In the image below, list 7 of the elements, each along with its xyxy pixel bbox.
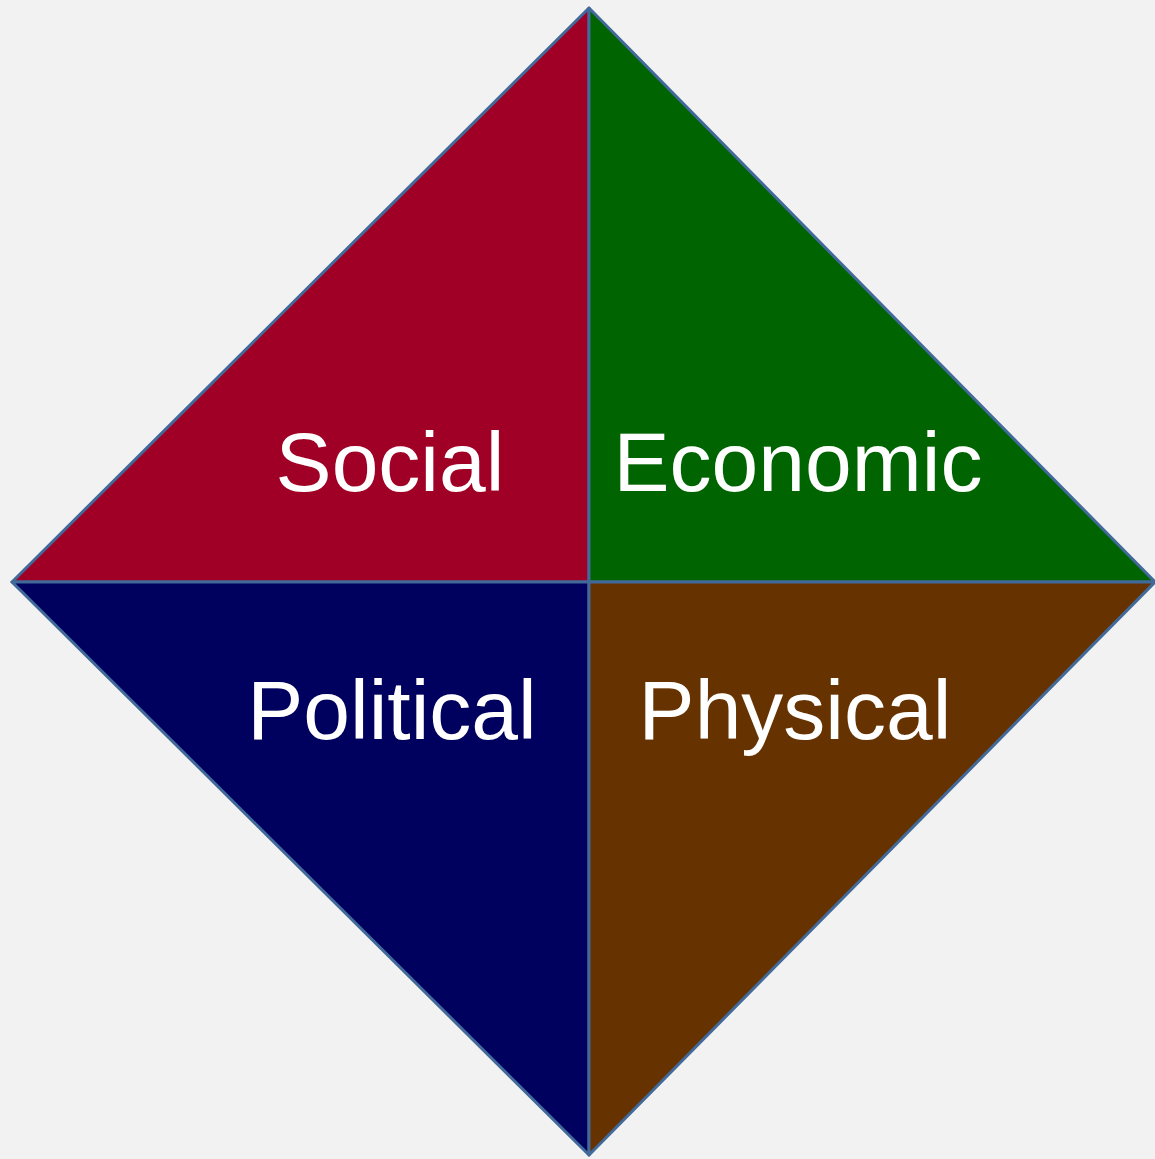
triangle-segment (12, 582, 589, 1155)
triangle-segment (589, 582, 1155, 1155)
segment-label: Social (275, 420, 505, 504)
triangle-segment (589, 8, 1155, 582)
segment-label: Economic (613, 420, 983, 504)
segment-label: Political (247, 668, 537, 752)
triangle-segment (12, 8, 589, 582)
